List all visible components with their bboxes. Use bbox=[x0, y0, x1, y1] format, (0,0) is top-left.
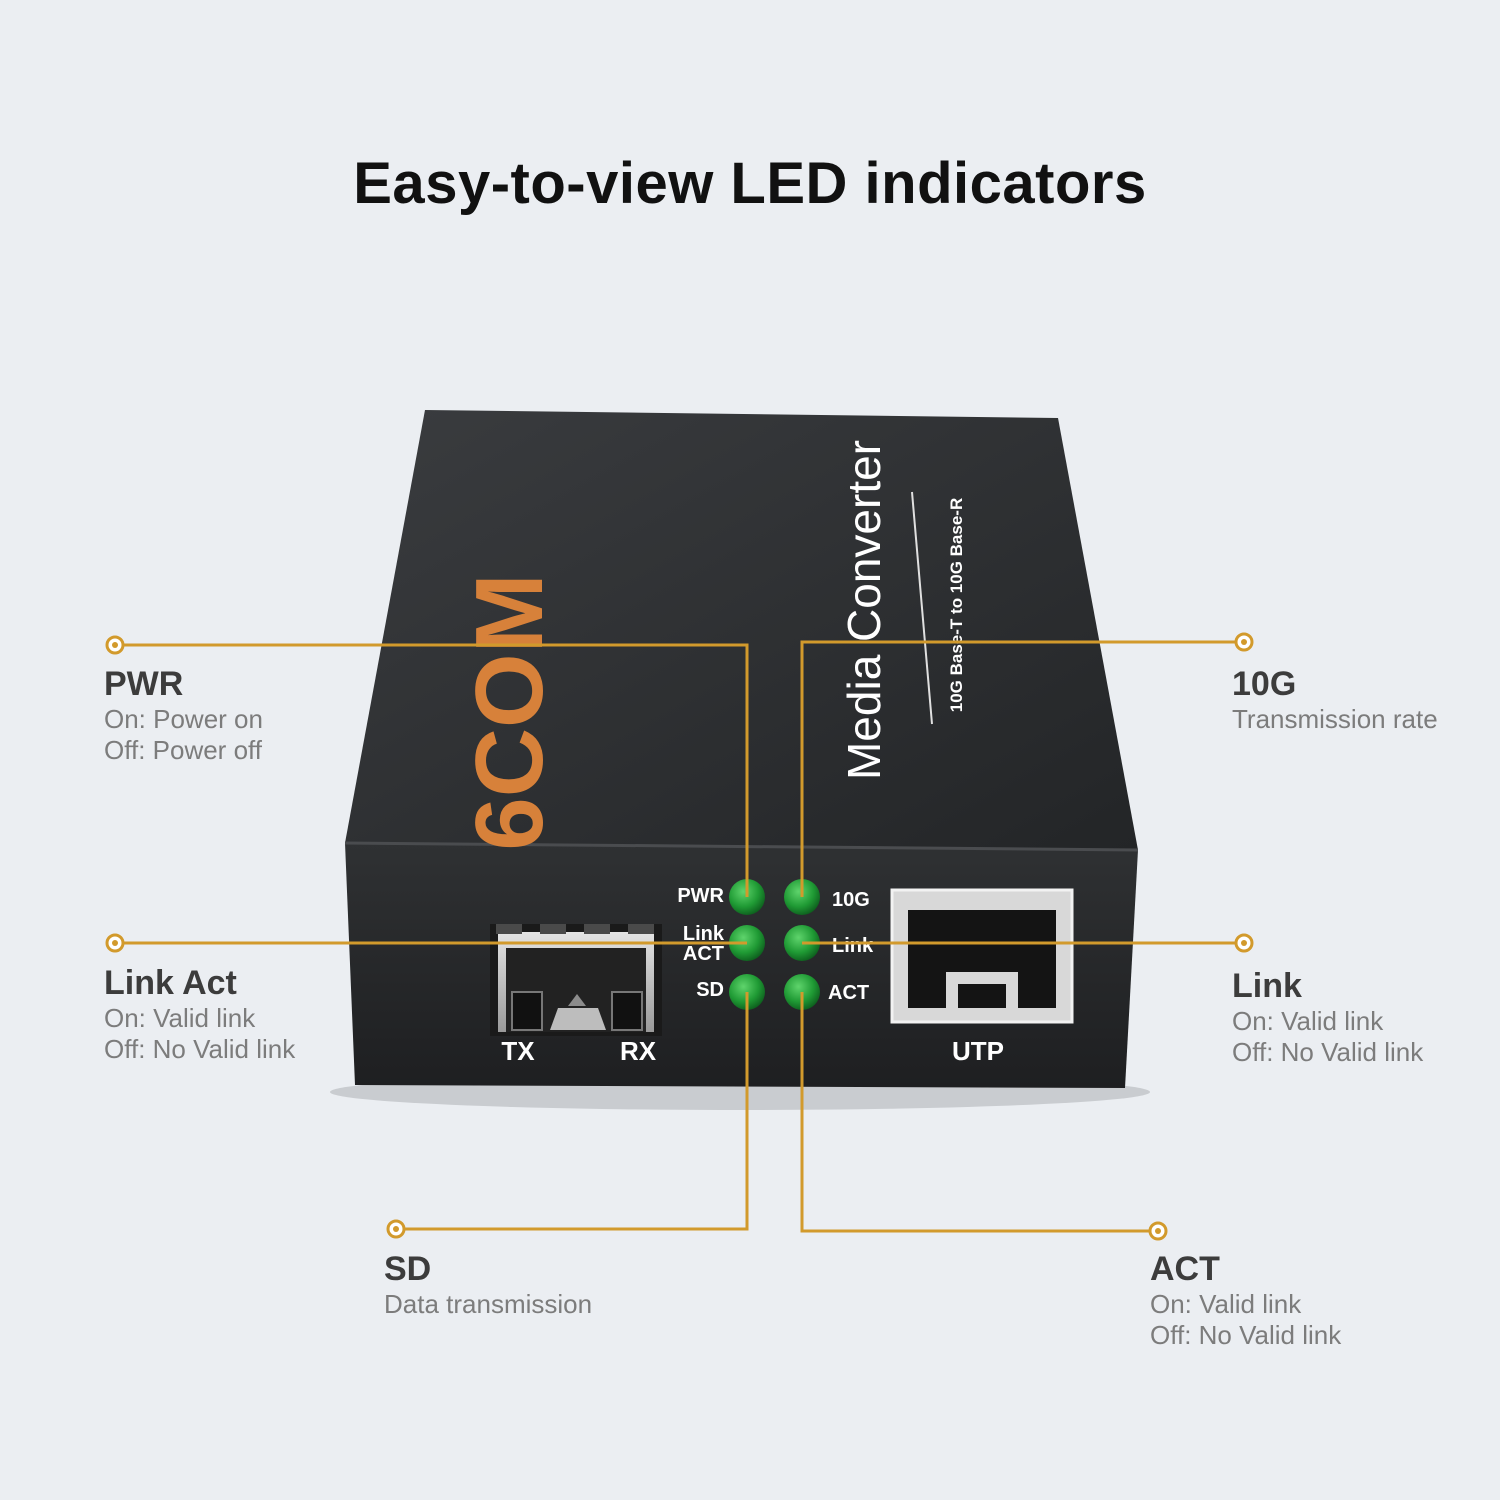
sfp-tab bbox=[540, 924, 566, 934]
callout-link-title: Link bbox=[1232, 967, 1302, 1005]
led-label-pwr: PWR bbox=[677, 885, 724, 907]
device-top-face bbox=[345, 410, 1138, 850]
callout-10g-title: 10G bbox=[1232, 665, 1297, 703]
leader-link-act-marker-dot bbox=[112, 940, 118, 946]
sfp-tab bbox=[584, 924, 610, 934]
callout-link-line-2: Off: No Valid link bbox=[1232, 1037, 1424, 1067]
leader-10g bbox=[800, 640, 1244, 897]
product-spec: 10G Base-T to 10G Base-R bbox=[947, 498, 966, 712]
leader-10g-marker-dot bbox=[1241, 639, 1247, 645]
callout-pwr-line-2: Off: Power off bbox=[104, 735, 263, 765]
callout-act-line-1: On: Valid link bbox=[1150, 1289, 1302, 1319]
leader-pwr bbox=[115, 643, 749, 897]
utp-label: UTP bbox=[952, 1036, 1004, 1066]
leader-sd bbox=[396, 992, 749, 1231]
callout-link: Link On: Valid link Off: No Valid link bbox=[1232, 966, 1423, 1068]
leader-lines bbox=[105, 632, 1254, 1241]
callout-sd-title: SD bbox=[384, 1250, 432, 1288]
callout-sd-line-1: Data transmission bbox=[384, 1289, 593, 1319]
callout-link-act-line-1: On: Valid link bbox=[104, 1003, 256, 1033]
led-label-10g: 10G bbox=[832, 889, 870, 911]
sfp-tx-slot bbox=[511, 991, 543, 1031]
led-label-sd: SD bbox=[696, 979, 724, 1001]
callout-pwr-title: PWR bbox=[104, 665, 184, 703]
callout-link-act: Link Act On: Valid link Off: No Valid li… bbox=[104, 963, 295, 1065]
leader-act bbox=[800, 992, 1158, 1233]
callout-act-title: ACT bbox=[1150, 1250, 1220, 1288]
callout-act: ACT On: Valid link Off: No Valid link bbox=[1150, 1249, 1341, 1351]
device-edge bbox=[344, 841, 1139, 852]
callout-link-act-line-2: Off: No Valid link bbox=[104, 1034, 296, 1064]
callout-sd: SD Data transmission bbox=[384, 1249, 592, 1320]
leader-sd-marker-dot bbox=[393, 1226, 399, 1232]
led-label-link-right: Link bbox=[832, 935, 874, 957]
callout-pwr: PWR On: Power on Off: Power off bbox=[104, 664, 263, 766]
callout-act-line-2: Off: No Valid link bbox=[1150, 1320, 1342, 1350]
callout-pwr-line-1: On: Power on bbox=[104, 704, 263, 734]
product-label: Media Converter bbox=[838, 440, 890, 780]
sfp-latch bbox=[550, 1008, 606, 1030]
brand-logo-text: 6COM bbox=[456, 573, 563, 850]
product-name: Media Converter bbox=[838, 440, 890, 780]
sfp-tab bbox=[496, 924, 522, 934]
product-divider bbox=[911, 491, 933, 725]
led-label-link: Link bbox=[683, 923, 725, 945]
callout-10g: 10G Transmission rate bbox=[1232, 664, 1438, 735]
callout-link-act-title: Link Act bbox=[104, 964, 237, 1002]
callout-10g-line-1: Transmission rate bbox=[1232, 704, 1438, 734]
headline: Easy-to-view LED indicators bbox=[353, 151, 1147, 216]
sfp-tab bbox=[628, 924, 654, 934]
spec-label: 10G Base-T to 10G Base-R bbox=[947, 498, 966, 712]
sfp-rx-slot bbox=[611, 991, 643, 1031]
callout-link-line-1: On: Valid link bbox=[1232, 1006, 1384, 1036]
brand-logo: 6COM bbox=[456, 573, 563, 850]
utp-port bbox=[890, 888, 1074, 1024]
sfp-latch-arrow bbox=[568, 994, 586, 1006]
leader-link-marker-dot bbox=[1241, 940, 1247, 946]
rx-label: RX bbox=[620, 1036, 657, 1066]
tx-label: TX bbox=[501, 1036, 535, 1066]
leader-act-marker-dot bbox=[1155, 1228, 1161, 1234]
rj45-notch-inner bbox=[958, 984, 1006, 1008]
led-label-act-right: ACT bbox=[828, 982, 869, 1004]
leader-pwr-marker-dot bbox=[112, 642, 118, 648]
led-label-act: ACT bbox=[683, 943, 724, 965]
sfp-port bbox=[490, 924, 662, 1036]
